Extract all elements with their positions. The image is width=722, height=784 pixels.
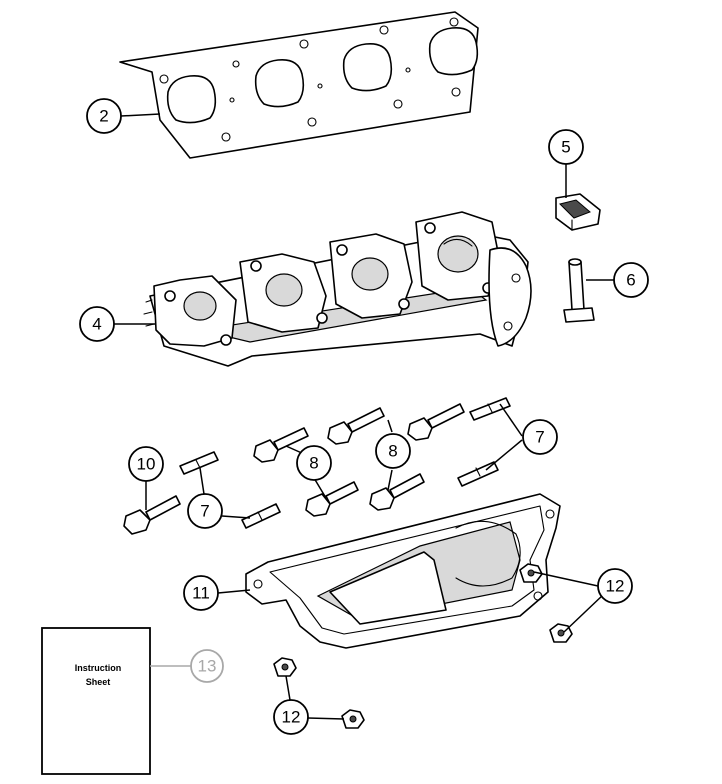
- callout-5: 5: [548, 129, 584, 165]
- manifold-gasket: [119, 11, 479, 159]
- callout-7-right: 7: [522, 419, 558, 455]
- callout-4-label: 4: [92, 315, 101, 334]
- callout-5-label: 5: [561, 138, 570, 157]
- nut-12-c: [273, 657, 297, 677]
- callout-6-label: 6: [626, 271, 635, 290]
- callout-7-right-label: 7: [535, 428, 544, 447]
- manifold-stud: [563, 258, 595, 323]
- nuts: [273, 563, 573, 729]
- leader-lines: [114, 113, 614, 720]
- stud-7-right-upper: [469, 397, 511, 421]
- callout-13: 13: [190, 649, 224, 683]
- nut-12-d: [341, 709, 365, 729]
- exhaust-manifold: [143, 211, 532, 367]
- callout-11-label: 11: [192, 584, 210, 603]
- callout-8-left: 8: [296, 445, 332, 481]
- callout-6: 6: [613, 262, 649, 298]
- callout-4: 4: [79, 306, 115, 342]
- bolt-8-e: [369, 473, 425, 511]
- callout-12-bottom-label: 12: [282, 708, 301, 727]
- stud-7-middle: [241, 503, 281, 529]
- instruction-sheet: Instruction Sheet: [41, 627, 151, 775]
- callouts: 2 4 5 6 7 7 8 8: [79, 98, 649, 735]
- bolt-10: [123, 495, 181, 535]
- bolt-8-d: [305, 481, 359, 517]
- callout-7-left-label: 7: [200, 502, 209, 521]
- instruction-sheet-line1: Instruction: [75, 663, 122, 673]
- sensor-bracket: [555, 193, 601, 231]
- callout-8-right: 8: [375, 433, 411, 469]
- heat-shield: [245, 493, 561, 649]
- studs-and-bolts: [123, 397, 511, 535]
- callout-8-right-label: 8: [388, 442, 397, 461]
- bolt-8-b: [327, 407, 385, 445]
- callout-8-left-label: 8: [309, 454, 318, 473]
- bolt-8-a: [253, 427, 309, 463]
- callout-7-left: 7: [187, 493, 223, 529]
- callout-12-bottom: 12: [273, 699, 309, 735]
- bolt-8-c: [407, 403, 465, 441]
- callout-10: 10: [128, 446, 164, 482]
- nut-12-b: [549, 623, 573, 643]
- callout-10-label: 10: [137, 455, 156, 474]
- callout-2: 2: [86, 98, 122, 134]
- instruction-sheet-line2: Sheet: [86, 677, 111, 687]
- callout-12-right: 12: [597, 568, 633, 604]
- nut-12-a: [519, 563, 543, 583]
- callout-2-label: 2: [99, 107, 108, 126]
- callout-13-label: 13: [198, 657, 217, 676]
- stud-7-left: [179, 451, 219, 475]
- callout-12-right-label: 12: [606, 577, 625, 596]
- callout-11: 11: [183, 575, 219, 611]
